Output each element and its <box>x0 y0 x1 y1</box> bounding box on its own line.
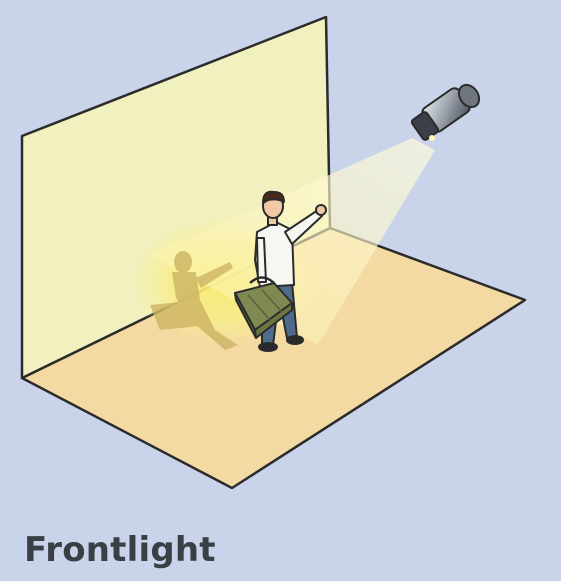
person-figure <box>254 190 327 352</box>
person-right-shoe <box>286 335 304 345</box>
person-raised-arm <box>284 209 323 245</box>
person-hair <box>262 190 285 204</box>
person-left-shoe <box>258 342 278 352</box>
person-lower-arm <box>256 237 267 283</box>
briefcase-icon <box>234 276 293 339</box>
figure-caption: Frontlight <box>24 530 216 570</box>
lighting-diagram <box>20 15 527 490</box>
person-right-hand <box>315 204 327 216</box>
spotlight-icon <box>410 83 481 141</box>
person-shadow <box>150 251 238 350</box>
